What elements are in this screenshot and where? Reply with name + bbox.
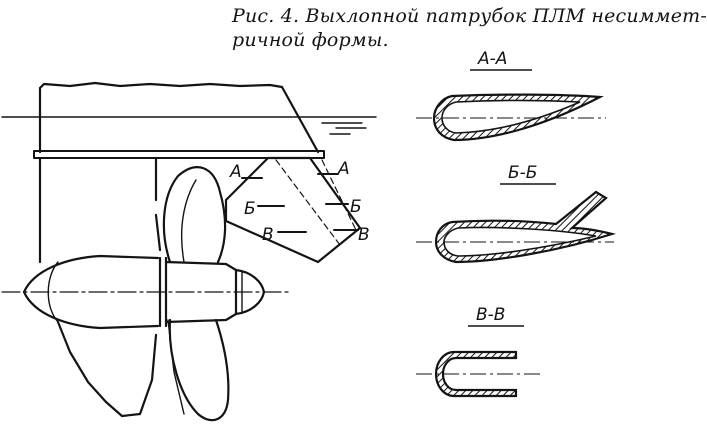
propeller-blade-lower xyxy=(168,318,230,422)
section-aa: А-А xyxy=(416,49,606,142)
section-letters-right: А Б В xyxy=(337,159,370,245)
section-bb-title: Б-Б xyxy=(508,163,537,183)
section-letter-a-left: А xyxy=(229,162,242,182)
exhaust-outlet xyxy=(224,156,362,264)
section-vv-title: В-В xyxy=(476,305,505,325)
section-letter-b-left: Б xyxy=(244,199,256,219)
gear-case-nose-line xyxy=(47,261,59,323)
section-aa-title: А-А xyxy=(477,49,507,69)
section-bb: Б-Б xyxy=(416,163,617,264)
section-letter-a-right: А xyxy=(337,159,350,179)
section-lines xyxy=(241,173,359,233)
section-letters-left: А Б В xyxy=(229,162,274,245)
side-view xyxy=(1,81,377,422)
water-surface xyxy=(1,116,377,135)
caption-line-2: ричной формы. xyxy=(232,29,389,51)
section-letter-v-left: В xyxy=(262,225,274,245)
cavitation-plate xyxy=(33,150,325,159)
caption-line-1: Рис. 4. Выхлопной патрубок ПЛМ несиммет- xyxy=(232,5,707,27)
propeller-blade-lower-inner xyxy=(167,319,185,415)
skeg xyxy=(56,320,158,418)
section-letter-b-right: Б xyxy=(350,197,362,217)
section-letter-v-right: В xyxy=(358,225,370,245)
section-vv: В-В xyxy=(416,305,540,398)
lower-leg xyxy=(38,156,162,264)
propeller-blade-upper-inner xyxy=(180,179,197,263)
upper-housing xyxy=(38,81,320,154)
technical-drawing: А Б В А Б В А-А Б-Б В-В xyxy=(1,49,617,422)
section-vv-profile xyxy=(434,350,518,398)
figure-caption: Рис. 4. Выхлопной патрубок ПЛМ несиммет-… xyxy=(232,4,707,52)
propeller-blade-upper xyxy=(162,166,227,264)
figure-canvas: Рис. 4. Выхлопной патрубок ПЛМ несиммет-… xyxy=(1,4,707,422)
